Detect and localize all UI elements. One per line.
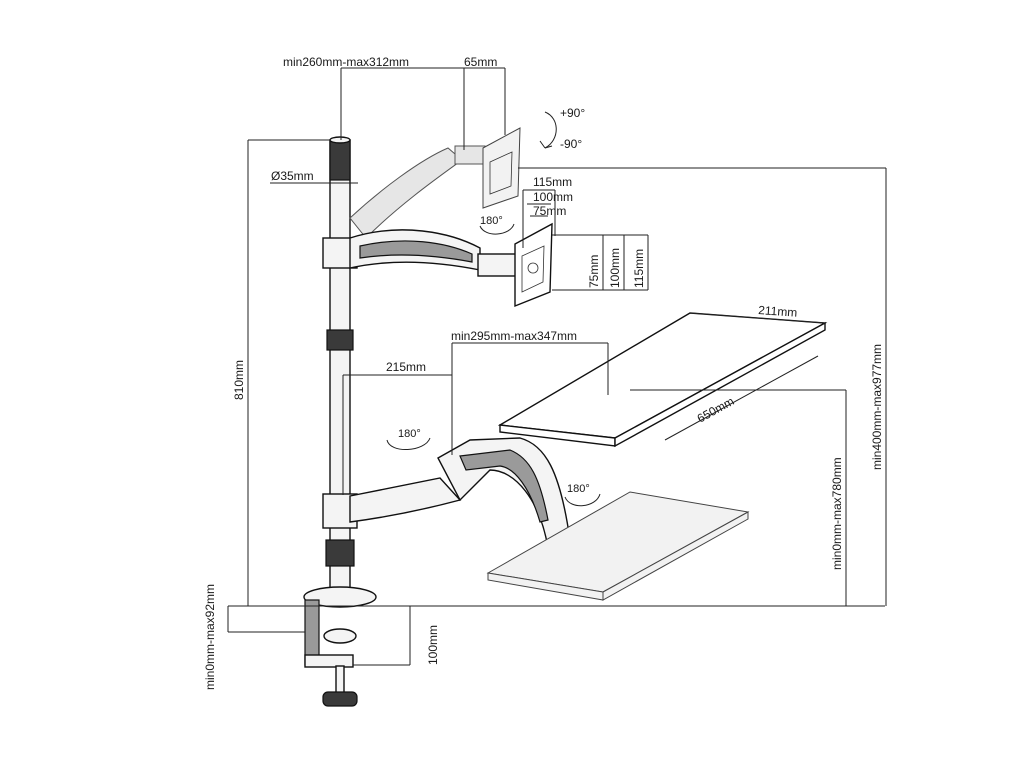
dim-tray-depth-line xyxy=(689,312,826,324)
rotate-tray-arm-arrow-icon xyxy=(386,437,431,451)
label-tray-arm: 215mm xyxy=(386,360,426,374)
tray-bracket-detail xyxy=(459,449,549,523)
rotate-monitor-arrow-icon xyxy=(479,223,515,235)
monitor-arm-ghost-body xyxy=(349,147,463,239)
label-head-depth: 65mm xyxy=(464,55,497,69)
tilt-arrowhead-icon xyxy=(539,140,553,149)
label-tilt-down: -90° xyxy=(560,137,582,151)
vesa-plate-ghost xyxy=(482,127,521,209)
vesa-plate-hub xyxy=(527,262,539,274)
keyboard-tray-lower xyxy=(486,491,750,601)
pole-top-cap xyxy=(329,139,351,181)
tilt-arrow-icon xyxy=(544,111,557,149)
monitor-head-ghost xyxy=(454,145,486,165)
label-rotate-monitor: 180° xyxy=(480,215,503,227)
label-tray-reach: min295mm-max347mm xyxy=(451,329,577,343)
label-tray-depth: 211mm xyxy=(758,303,798,320)
clamp-handle xyxy=(322,691,358,707)
label-clamp-depth: 100mm xyxy=(426,625,440,665)
monitor-tilt-head xyxy=(477,253,519,277)
label-vesa-115-h: 115mm xyxy=(533,175,572,189)
pole-top xyxy=(329,136,351,144)
label-vesa-100-v: 100mm xyxy=(608,248,622,288)
label-tray-height: min0mm-max780mm xyxy=(830,457,844,570)
keyboard-tray-upper xyxy=(497,312,828,448)
rotate-tray-arrow-icon xyxy=(564,493,601,507)
label-rotate-tray: 180° xyxy=(567,483,590,495)
label-vesa-75-h: 75mm xyxy=(533,204,566,218)
pole-collar-lower xyxy=(325,539,355,567)
tray-arm-body xyxy=(349,477,462,523)
label-arm-reach: min260mm-max312mm xyxy=(283,55,409,69)
vesa-plate-ghost-inner xyxy=(489,151,513,195)
dim-tray-width-line xyxy=(664,355,819,441)
clamp-base-plate xyxy=(303,586,377,608)
label-vesa-75-v: 75mm xyxy=(587,255,601,288)
label-monitor-height: min400mm-max977mm xyxy=(870,344,884,470)
desk-clamp xyxy=(303,586,377,707)
monitor-arm-detail xyxy=(359,240,473,263)
tray-upper-side-edge xyxy=(614,321,826,448)
clamp-pad xyxy=(323,628,357,644)
tray-arm xyxy=(322,437,571,549)
label-tilt-up: +90° xyxy=(560,106,585,120)
tray-lower-surface xyxy=(486,491,750,593)
label-rotate-tray-arm: 180° xyxy=(398,428,421,440)
label-vesa-115-v: 115mm xyxy=(632,249,646,288)
pole-collar-upper xyxy=(326,329,354,351)
label-clamp-range: min0mm-max92mm xyxy=(203,584,217,690)
clamp-jaw xyxy=(304,654,354,668)
label-pole-height: 810mm xyxy=(232,360,246,400)
vesa-plate-inner xyxy=(521,245,545,293)
monitor-arm xyxy=(322,222,553,308)
label-vesa-100-h: 100mm xyxy=(533,190,573,204)
vesa-plate xyxy=(514,222,553,308)
tray-lower-side-edge xyxy=(602,511,749,601)
label-pole-diameter: Ø35mm xyxy=(271,169,314,183)
monitor-arm-ghost xyxy=(349,127,521,239)
